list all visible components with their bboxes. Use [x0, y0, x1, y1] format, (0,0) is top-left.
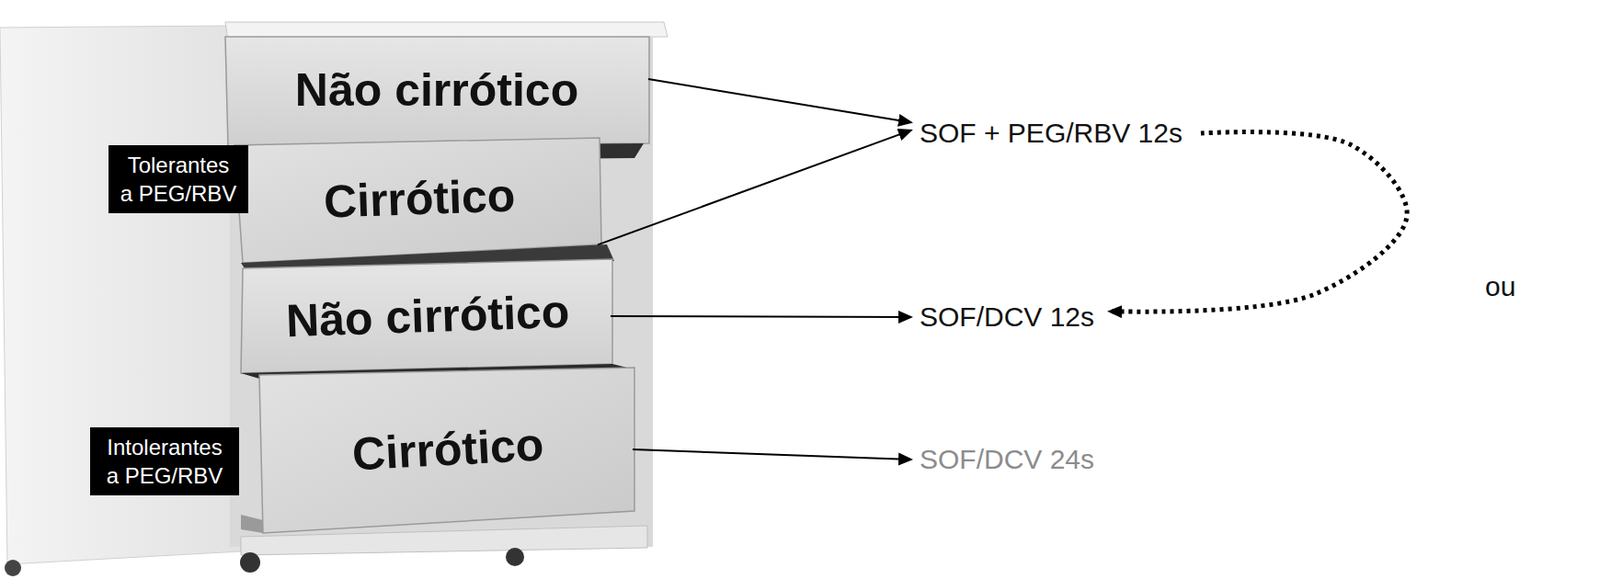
drawer-face	[225, 36, 650, 148]
drawer-label-box: Cirrótico	[240, 147, 598, 251]
drawer-face	[234, 137, 602, 263]
wheel	[505, 548, 525, 567]
drawer-rail	[240, 514, 263, 534]
node-text: SOF/DCV 12s	[919, 301, 1095, 333]
cabinet-side	[0, 25, 241, 565]
drawer-label-box: Não cirrótico	[244, 268, 611, 365]
wheel	[4, 560, 22, 577]
drawer-face	[240, 259, 613, 374]
drawer-label-box: Cirrótico	[262, 377, 633, 523]
arrow-connector	[648, 79, 912, 123]
node-text: Não cirrótico	[285, 285, 571, 349]
treatment-text: SOF/DCV 24s	[914, 440, 1100, 480]
node-text: Cirrótico	[322, 168, 516, 229]
connector-label: ou	[1482, 271, 1519, 303]
arrow-connector	[610, 316, 912, 318]
cabinet-base	[240, 525, 648, 556]
arrow-connector	[632, 449, 912, 460]
group-tag: Intolerantes a PEG/RBV	[90, 427, 240, 496]
treatment-text: SOF/DCV 12s	[914, 297, 1100, 337]
drawer-face	[259, 367, 635, 534]
drawer-label-box: Não cirrótico	[225, 36, 649, 143]
group-tag: Tolerantes a PEG/RBV	[108, 145, 249, 214]
node-text: Tolerantes a PEG/RBV	[115, 150, 241, 208]
node-text: Não cirrótico	[295, 63, 579, 117]
treatment-text: SOF + PEG/RBV 12s	[914, 114, 1189, 153]
node-text: SOF + PEG/RBV 12s	[919, 117, 1183, 149]
node-text: Intolerantes a PEG/RBV	[97, 433, 232, 491]
arrow-connector	[597, 130, 912, 246]
node-text: Cirrótico	[350, 418, 545, 482]
wheel	[240, 552, 261, 573]
dotted-arrow	[1108, 132, 1407, 313]
node-text: SOF/DCV 24s	[919, 444, 1095, 476]
